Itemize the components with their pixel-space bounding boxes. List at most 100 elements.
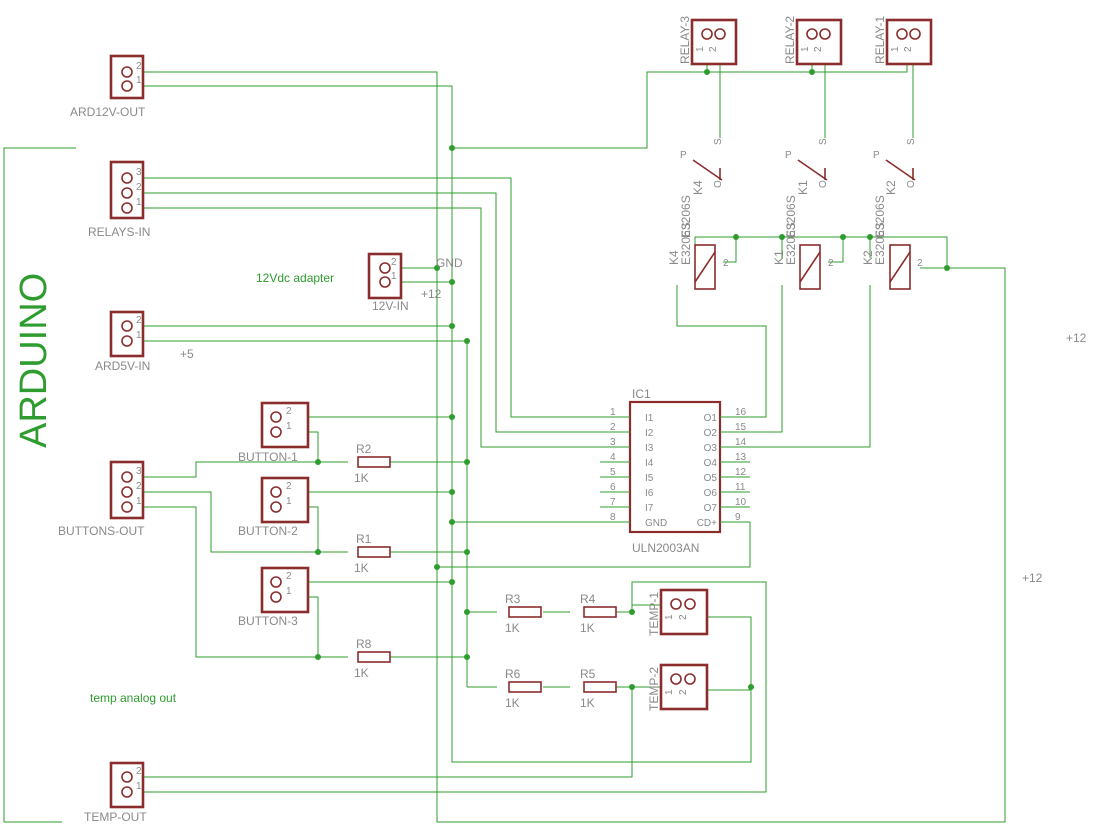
svg-text:S: S [906, 138, 917, 145]
ic-pin-number: 10 [735, 497, 747, 508]
svg-text:K4: K4 [667, 250, 681, 265]
ic-pin-label: O4 [704, 458, 718, 469]
resistor-r2: R2 1K [354, 442, 391, 485]
resistor-r4: R4 1K [580, 592, 617, 635]
connector-ard5v-in: 2 1 ARD5V-IN [95, 310, 150, 373]
svg-text:E3206S: E3206S [873, 195, 887, 238]
net-gnd: GND [436, 256, 463, 270]
svg-text:P: P [785, 150, 792, 161]
relay-k1: 2 K1 E3206S P S O K1 E3206S [772, 138, 834, 290]
svg-text:3: 3 [136, 167, 142, 178]
svg-text:1: 1 [800, 46, 811, 52]
connector-label: 12V-IN [372, 299, 409, 313]
ic-pin-number: 15 [735, 422, 747, 433]
connector-button-1: 2 1 BUTTON-1 [238, 401, 310, 464]
connector-label: BUTTON-2 [238, 524, 298, 538]
connector-temp-1: 1 2 TEMP-1 [647, 588, 709, 636]
ic-pin-label: O3 [704, 443, 718, 454]
connector-label: BUTTON-1 [238, 450, 298, 464]
svg-text:S: S [713, 138, 724, 145]
ic-pin-number: 12 [735, 467, 747, 478]
svg-text:K1: K1 [772, 250, 786, 265]
note-temp-analog-out: temp analog out [90, 691, 177, 705]
svg-text:E3206S: E3206S [873, 222, 887, 265]
resistor-r6: R6 1K [505, 667, 542, 710]
svg-text:1: 1 [664, 689, 675, 695]
svg-text:2: 2 [136, 315, 142, 326]
connector-label: RELAY-3 [678, 16, 692, 64]
svg-text:E3206S: E3206S [784, 222, 798, 265]
ic-pin-number: 9 [735, 512, 741, 523]
svg-text:S: S [818, 138, 829, 145]
ic-pin-number: 6 [610, 482, 616, 493]
resistor-r8: R8 1K [354, 637, 391, 680]
ic-pin-label: GND [645, 518, 667, 529]
svg-text:1: 1 [136, 781, 142, 792]
connector-relay-1: 1 2 RELAY-1 [873, 16, 933, 66]
svg-text:E3206S: E3206S [784, 195, 798, 238]
svg-text:E3206S: E3206S [679, 222, 693, 265]
svg-text:1: 1 [136, 75, 142, 86]
note-12vdc-adapter: 12Vdc adapter [256, 271, 334, 285]
svg-text:P: P [873, 150, 880, 161]
svg-text:P: P [680, 150, 687, 161]
connector-label: ARD5V-IN [95, 359, 150, 373]
net-plus12: +12 [421, 287, 442, 301]
connector-buttons-out: 3 2 1 BUTTONS-OUT [58, 460, 145, 538]
ic-pin-label: I7 [645, 503, 654, 514]
resistor-r1: R1 1K [354, 532, 391, 575]
svg-text:R6: R6 [505, 667, 521, 681]
connector-label: BUTTON-3 [238, 614, 298, 628]
junctions [315, 69, 950, 690]
ic-pin-label: O5 [704, 473, 718, 484]
connector-relays-in: 3 2 1 RELAYS-IN [88, 160, 150, 239]
svg-text:R3: R3 [505, 592, 521, 606]
svg-text:K2: K2 [884, 180, 898, 195]
ic-pin-label: I6 [645, 488, 654, 499]
svg-text:O: O [818, 180, 829, 188]
arduino-board-outline [3, 147, 76, 823]
svg-text:2: 2 [828, 258, 834, 269]
relay-k2: 2 K2 E3206S P S O K2 E3206S [861, 138, 923, 290]
ic-pin-label: I2 [645, 428, 654, 439]
ic-pin-label: I1 [645, 413, 654, 424]
net-plus5: +5 [180, 347, 194, 361]
ic-pin-number: 2 [610, 422, 616, 433]
svg-text:K1: K1 [796, 180, 810, 195]
ic-pin-number: 14 [735, 437, 747, 448]
connector-relay-3: 1 2 RELAY-3 [678, 16, 738, 66]
svg-text:3: 3 [136, 466, 142, 477]
svg-text:2: 2 [286, 571, 292, 582]
svg-text:1: 1 [695, 46, 706, 52]
svg-text:1: 1 [136, 496, 142, 507]
connector-label: RELAYS-IN [88, 225, 150, 239]
connector-button-3: 2 1 BUTTON-3 [238, 566, 310, 628]
svg-text:1: 1 [286, 496, 292, 507]
connector-label: TEMP-1 [647, 592, 661, 636]
svg-text:2: 2 [903, 46, 914, 52]
arduino-label: ARDUINO [13, 273, 55, 448]
connector-button-2: 2 1 BUTTON-2 [238, 476, 310, 538]
svg-text:2: 2 [917, 258, 923, 269]
svg-text:R4: R4 [580, 592, 596, 606]
ic-pin-number: 11 [735, 482, 746, 493]
svg-text:E3206S: E3206S [679, 195, 693, 238]
svg-text:1K: 1K [505, 696, 520, 710]
svg-text:1: 1 [136, 330, 142, 341]
svg-text:1K: 1K [580, 696, 595, 710]
svg-text:K4: K4 [691, 180, 705, 195]
ic-pin-label: I4 [645, 458, 654, 469]
ic-pin-label: CD+ [697, 518, 717, 529]
ic-pin-label: I3 [645, 443, 654, 454]
ic-pin-number: 8 [610, 512, 616, 523]
svg-text:2: 2 [708, 46, 719, 52]
svg-text:1: 1 [286, 586, 292, 597]
connector-label: RELAY-1 [873, 16, 887, 64]
svg-text:R8: R8 [356, 637, 372, 651]
resistor-r5: R5 1K [580, 667, 617, 710]
svg-text:2: 2 [286, 481, 292, 492]
resistor-r3: R3 1K [505, 592, 542, 635]
svg-text:O: O [713, 180, 724, 188]
svg-text:2: 2 [136, 182, 142, 193]
